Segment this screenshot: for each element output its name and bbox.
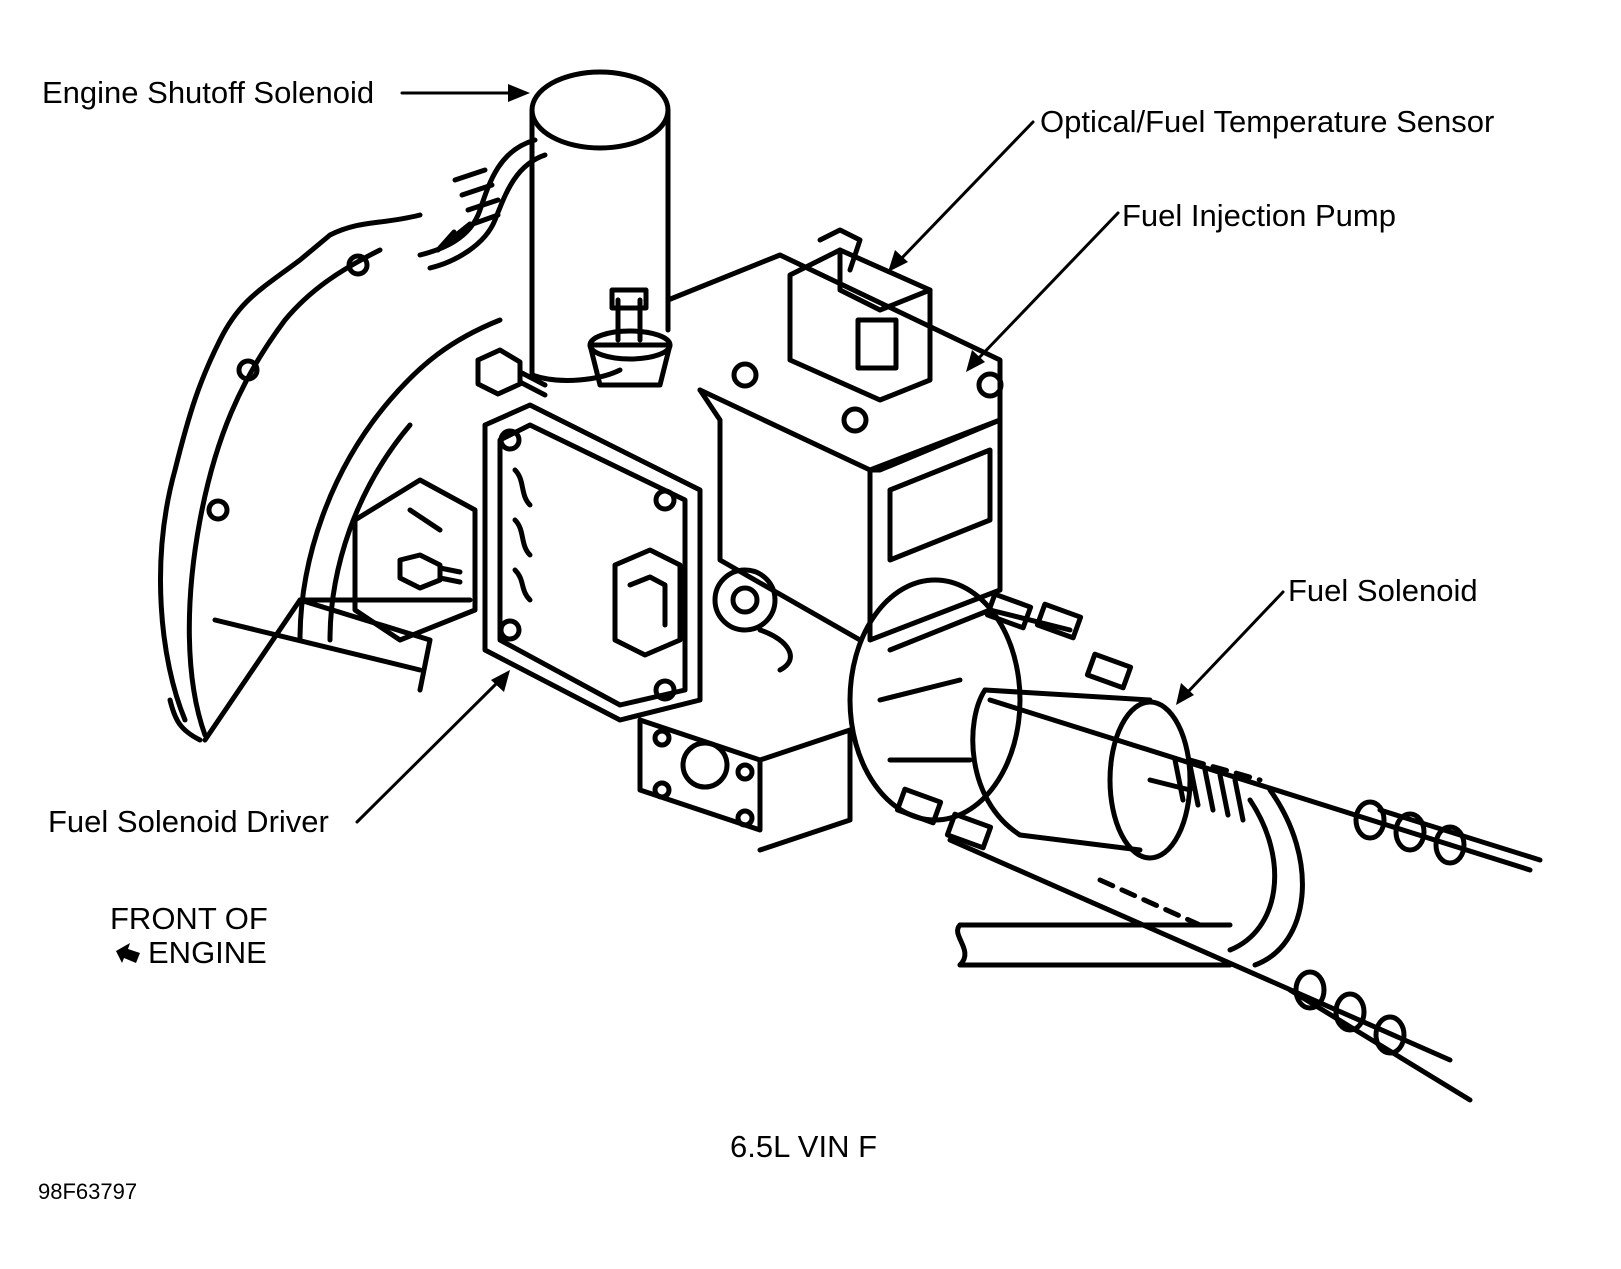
label-fuel-solenoid: Fuel Solenoid <box>1288 573 1478 608</box>
fuel-solenoid-body <box>847 577 1543 1103</box>
fuel-solenoid-driver-body <box>352 402 703 723</box>
engine-housing <box>158 212 503 743</box>
label-optical-fuel-temperature-sensor: Optical/Fuel Temperature Sensor <box>1040 104 1495 139</box>
label-fuel-solenoid-driver: Fuel Solenoid Driver <box>48 804 329 839</box>
mounting-studs <box>475 287 673 398</box>
leader-lines <box>355 91 1285 824</box>
engine-label: ENGINE <box>148 935 267 970</box>
front-of-label: FRONT OF <box>110 901 268 936</box>
figure-id: 98F63797 <box>38 1179 138 1204</box>
arrow-left-icon <box>116 943 140 963</box>
leader-arrowheads <box>491 84 1194 705</box>
front-of-engine-indicator: FRONT OF ENGINE <box>110 902 268 970</box>
label-fuel-injection-pump: Fuel Injection Pump <box>1122 198 1396 233</box>
engine-shutoff-solenoid-body <box>417 69 671 383</box>
diagram-caption: 6.5L VIN F <box>730 1129 878 1164</box>
label-engine-shutoff-solenoid: Engine Shutoff Solenoid <box>42 75 375 110</box>
pump-body <box>637 227 1004 853</box>
